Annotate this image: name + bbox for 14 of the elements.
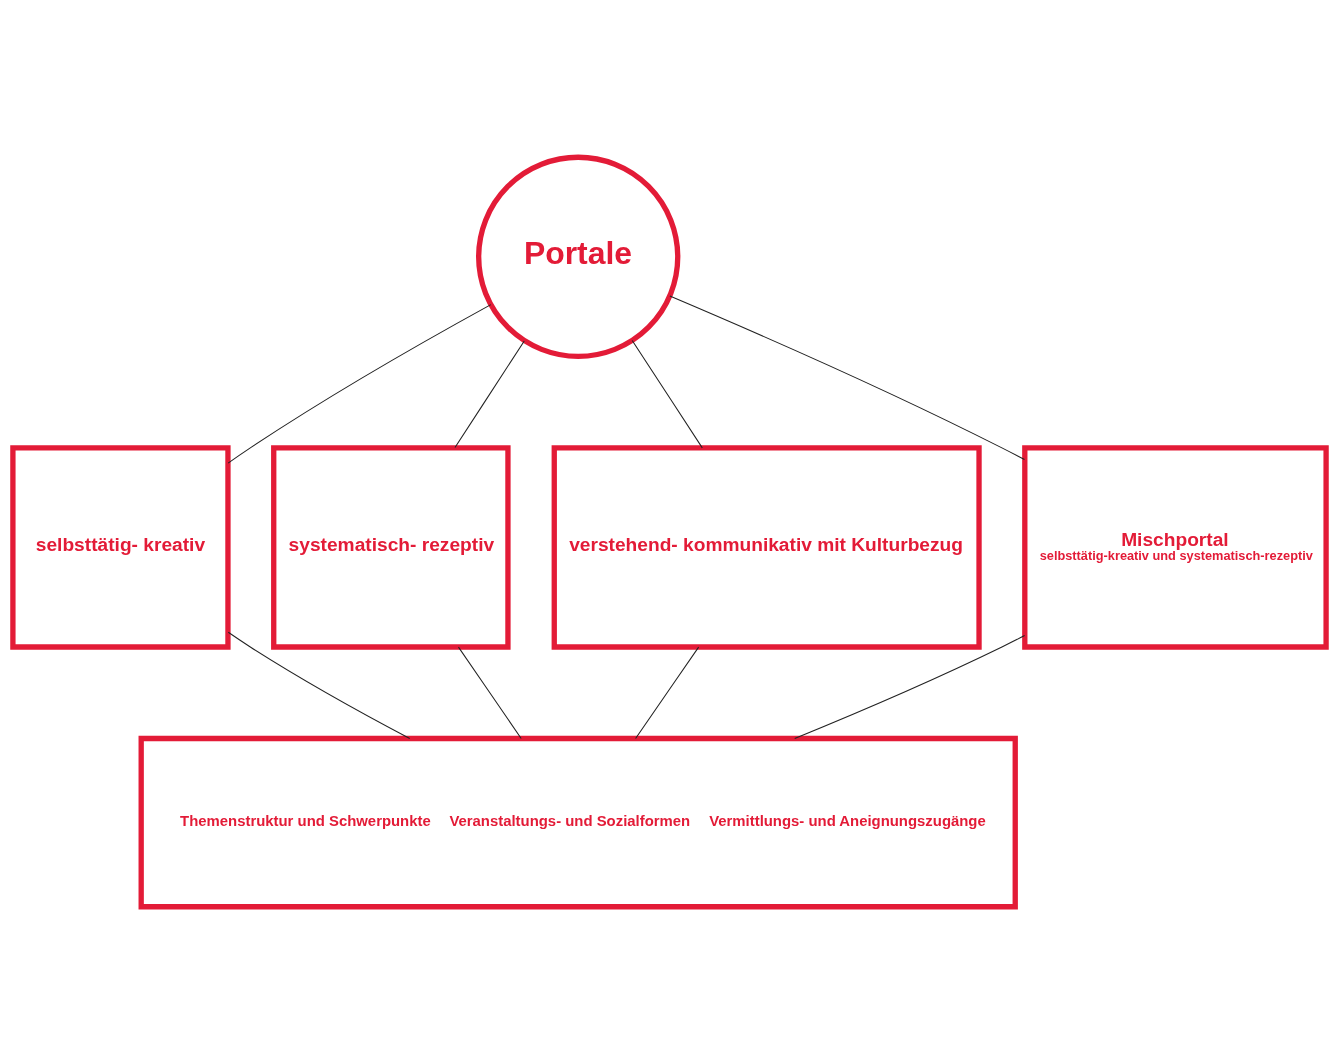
node-box: Themenstruktur und Schwerpunkte Veranstaltungs- und Sozialformen Vermittlungs- und Aneignungszugänge: [138, 735, 1018, 910]
node-box: Mischportal selbsttätig-kreativ und systematisch-rezeptiv: [1022, 445, 1329, 650]
connector: [227, 631, 411, 739]
node-circle: Portale: [476, 154, 681, 359]
node-box: selbsttätig- kreativ: [10, 445, 231, 650]
connector: [631, 340, 703, 449]
connector: [669, 295, 1025, 461]
node-box: systematisch- rezeptiv: [271, 445, 511, 650]
connector: [457, 646, 522, 739]
connector: [454, 340, 525, 449]
node-box: verstehend- kommunikativ mit Kulturbezug: [551, 445, 982, 650]
connector: [635, 646, 700, 739]
connector: [227, 304, 492, 464]
connector: [794, 635, 1026, 739]
